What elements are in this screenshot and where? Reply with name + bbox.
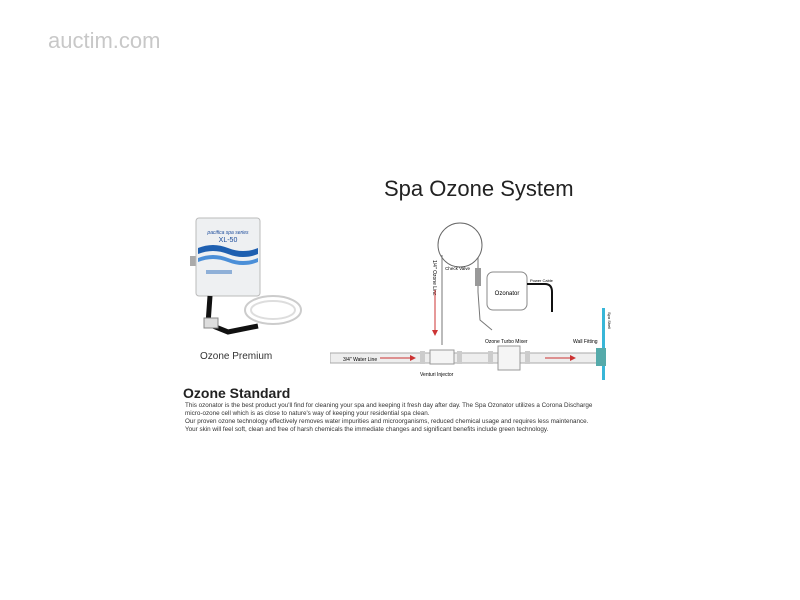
ozonator-product-image: pacifica spa series XL-50 — [190, 217, 302, 335]
spa-ozone-diagram: Check Valve Ozonator Power Cable 1/4" Oz… — [330, 222, 612, 380]
label-wall-fitting: Wall Fitting — [573, 339, 598, 345]
product-model: XL-50 — [219, 237, 238, 244]
product-caption: Ozone Premium — [200, 351, 273, 362]
product-series: pacifica spa series — [206, 230, 249, 236]
label-water-line: 3/4" Water Line — [343, 357, 377, 363]
label-check-valve: Check Valve — [445, 266, 470, 271]
standard-text-line: micro-ozone cell which is as close to na… — [185, 410, 430, 417]
label-ozonator: Ozonator — [495, 291, 520, 297]
standard-title: Ozone Standard — [183, 385, 291, 401]
standard-text-line: Our proven ozone technology effectively … — [185, 418, 589, 425]
standard-text-line: Your skin will feel soft, clean and free… — [185, 426, 549, 433]
label-spa-shell: Spa Shell — [607, 312, 612, 329]
watermark: auctim.com — [48, 28, 161, 53]
label-venturi: Venturi Injector — [420, 372, 454, 378]
label-power-cable: Power Cable — [530, 278, 554, 283]
diagram-title: Spa Ozone System — [384, 176, 574, 201]
standard-text-line: This ozonator is the best product you'll… — [185, 402, 593, 409]
label-ozone-line: 1/4" Ozone Line — [431, 260, 437, 296]
label-turbo-mixer: Ozone Turbo Mixer — [485, 339, 528, 345]
